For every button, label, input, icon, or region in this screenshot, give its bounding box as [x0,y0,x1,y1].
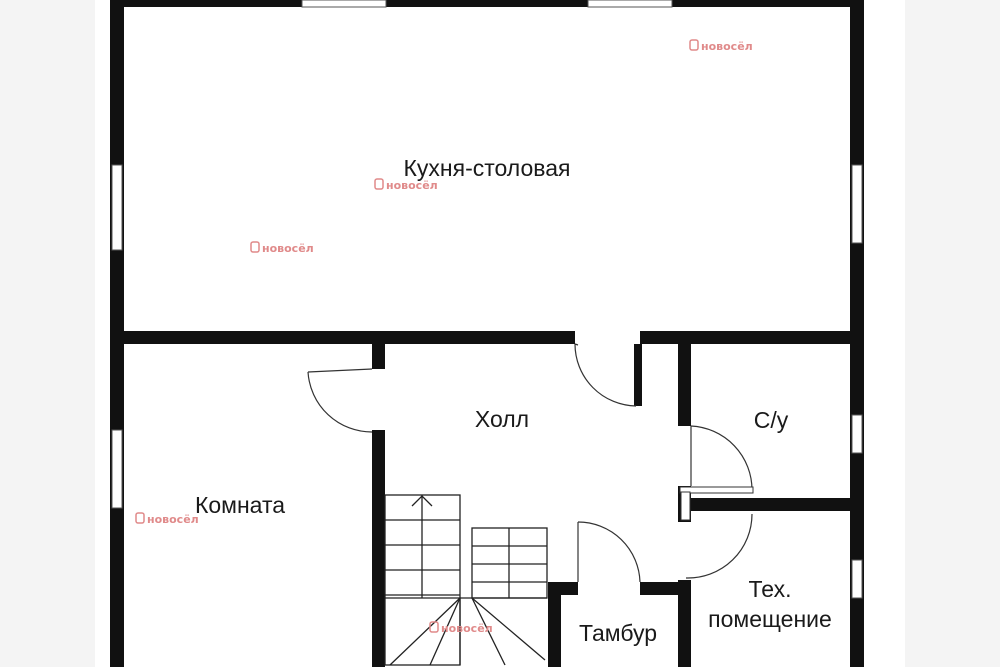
wall-room-hall-top [372,344,385,369]
watermark-logo-icon [429,621,439,633]
label-vestibule: Тамбур [579,620,657,646]
window-right-tech [851,559,863,599]
watermark-logo-icon [689,39,699,51]
watermark-brand: новосёл [701,40,753,53]
watermark-brand: новосёл [262,242,314,255]
watermark-brand: новосёл [386,179,438,192]
door-vestibule-arc [577,521,641,583]
inner-walls [110,331,864,667]
left-margin [0,0,95,667]
watermarks: новосёл новосёл новосёл новосёл новосёл [135,39,753,635]
door-bath-panel [679,486,754,494]
watermark-2: новосёл [374,178,438,192]
label-hall: Холл [475,406,529,432]
watermark-logo-icon [250,241,260,253]
door-jamb-hall [634,344,642,406]
window-top-2 [587,0,673,8]
door-kitchen-arc [574,343,637,407]
door-room-arc [307,371,373,433]
room-labels: Кухня-столовая Холл Комната С/у Тамбур Т… [195,155,832,646]
label-room: Комната [195,492,285,518]
label-tech-line1: Тех. [749,576,792,602]
wall-kitchen-bottom-right [640,331,864,344]
staircase [384,494,548,666]
door-room-leaf [307,368,373,373]
window-right-kitchen [851,164,863,244]
wall-bath-tech [691,498,864,511]
wall-room-hall [372,430,385,667]
door-tech-frame [680,491,691,521]
watermark-5: новосёл [429,621,493,635]
wall-hall-bath-top [678,344,691,426]
doors [307,343,754,583]
label-bathroom: С/у [754,407,789,433]
label-kitchen: Кухня-столовая [404,155,571,181]
wall-kitchen-bottom-left [110,331,575,344]
window-left-room [111,429,123,509]
wall-vestibule-right [678,580,691,667]
window-right-bath [851,414,863,454]
door-tech-arc [685,513,753,579]
window-top-1 [301,0,387,8]
watermark-logo-icon [135,512,145,524]
watermark-1: новосёл [689,39,753,53]
wall-top [110,0,864,7]
watermark-logo-icon [374,178,384,190]
wall-vestibule-left [548,582,561,667]
label-tech-line2: помещение [708,606,832,632]
watermark-brand: новосёл [441,622,493,635]
door-bath-arc [690,425,753,491]
right-margin [905,0,1000,667]
watermark-4: новосёл [135,512,199,526]
window-left-kitchen [111,164,123,251]
watermark-3: новосёл [250,241,314,255]
watermark-brand: новосёл [147,513,199,526]
wall-vestibule-top-right [640,582,690,595]
windows [111,0,863,599]
